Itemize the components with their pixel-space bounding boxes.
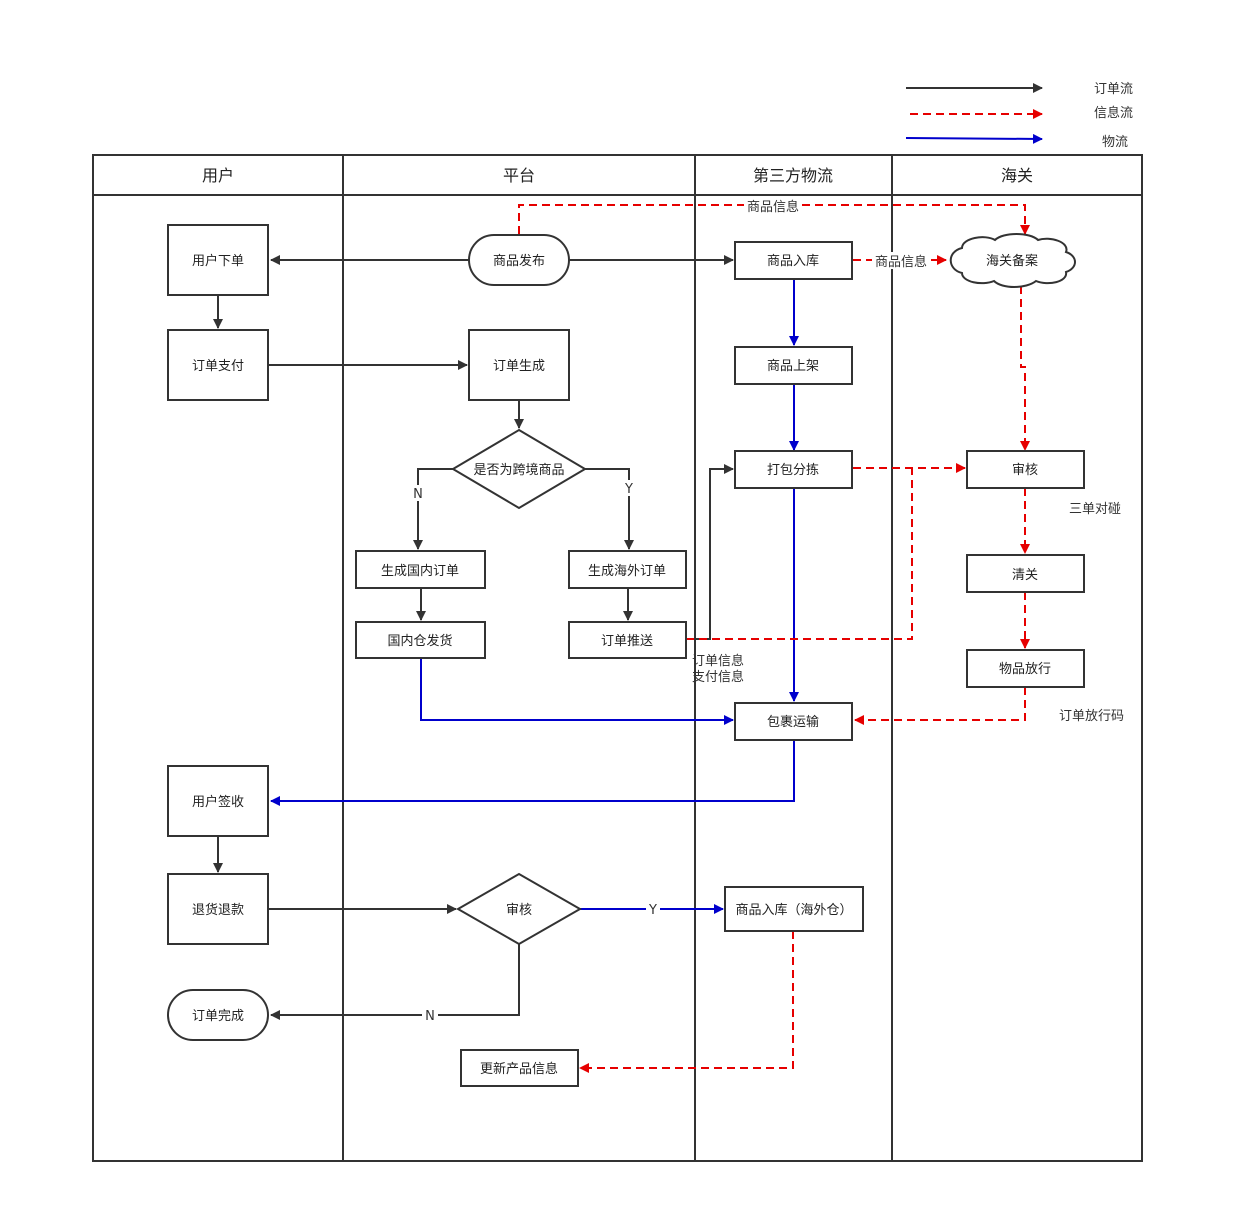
node-pack-sort-text: 打包分拣 <box>767 463 819 478</box>
node-review-platform <box>455 872 583 946</box>
node-goods-publish <box>468 234 570 286</box>
node-overseas-order <box>568 550 687 589</box>
node-overseas-order-text: 生成海外订单 <box>588 564 666 579</box>
label-release-code: 订单放行码 <box>1059 709 1124 724</box>
edge-review-no-to-complete <box>270 944 520 1020</box>
node-clearance-text: 清关 <box>1012 568 1038 583</box>
legend: 订单流 信息流 物流 <box>905 82 1133 150</box>
edge-overseas-instock-to-update <box>579 931 794 1073</box>
node-customs-review-text: 审核 <box>1012 463 1038 478</box>
label-review-no: N <box>425 1009 435 1024</box>
label-order-info: 订单信息 <box>692 653 744 669</box>
node-order-generate <box>468 329 570 401</box>
order-flow-edges <box>213 255 734 1020</box>
node-domestic-order <box>355 550 486 589</box>
node-return-refund-text: 退货退款 <box>192 902 244 918</box>
node-user-sign <box>167 765 269 837</box>
node-order-pay <box>167 329 269 401</box>
swimlane-frame: 用户 平台 第三方物流 海关 <box>92 154 1143 1162</box>
node-goods-shelf-text: 商品上架 <box>767 359 819 374</box>
node-release <box>966 649 1085 688</box>
edge-labels: 商品信息 商品信息 N Y 订单信息 支付信息 三单对碰 订单放行码 Y N <box>411 197 1124 1024</box>
node-order-generate-text: 订单生成 <box>493 359 545 374</box>
node-goods-instock-text: 商品入库 <box>767 253 819 269</box>
legend-logistics-label: 物流 <box>1102 135 1128 150</box>
label-goods-info-mid: 商品信息 <box>875 254 927 270</box>
label-pay-info: 支付信息 <box>692 669 744 685</box>
lane-title-platform: 平台 <box>503 166 535 185</box>
node-clearance <box>966 554 1085 593</box>
node-release-text: 物品放行 <box>999 662 1051 677</box>
nodes: 用户下单 订单支付 用户签收 退货退款 订单完成 商品发布 订单生成 是否为跨境… <box>167 224 1085 1087</box>
node-customs-record-cloud <box>949 233 1076 288</box>
edge-record-to-review <box>1020 286 1030 451</box>
label-goods-info-top: 商品信息 <box>747 199 799 215</box>
node-parcel-transport <box>734 702 853 741</box>
node-parcel-transport-text: 包裹运输 <box>767 714 819 730</box>
node-order-pay-text: 订单支付 <box>192 359 244 374</box>
node-return-refund <box>167 873 269 945</box>
node-domestic-ship-text: 国内仓发货 <box>387 633 452 649</box>
edge-push-to-review <box>686 468 913 640</box>
node-update-product-text: 更新产品信息 <box>480 1061 558 1077</box>
node-review-platform-text: 审核 <box>506 903 532 918</box>
node-order-push-text: 订单推送 <box>601 634 653 649</box>
node-user-order <box>167 224 269 296</box>
label-review-yes: Y <box>648 903 657 918</box>
node-is-crossborder-text: 是否为跨境商品 <box>473 463 564 478</box>
info-flow-edges <box>518 204 1030 1073</box>
node-pack-sort <box>734 450 853 489</box>
node-user-order-text: 用户下单 <box>192 253 244 269</box>
lane-title-logistics: 第三方物流 <box>753 166 833 185</box>
edge-publish-to-customs-record <box>518 204 1030 235</box>
node-order-push <box>568 621 687 659</box>
lane-title-customs: 海关 <box>1001 166 1033 185</box>
frame-border <box>92 154 1143 1162</box>
node-update-product <box>460 1049 579 1087</box>
node-goods-publish-text: 商品发布 <box>493 253 545 269</box>
node-instock-overseas-text: 商品入库（海外仓） <box>735 902 852 918</box>
node-customs-review <box>966 450 1085 489</box>
node-order-complete-text: 订单完成 <box>192 1009 244 1024</box>
node-domestic-order-text: 生成国内订单 <box>381 563 459 579</box>
label-decision-no: N <box>413 487 423 502</box>
legend-info-label: 信息流 <box>1094 105 1133 121</box>
edge-ship-to-transport <box>420 658 734 725</box>
edge-decision-no <box>413 468 454 550</box>
node-domestic-ship <box>355 621 486 659</box>
edge-decision-yes <box>585 468 634 550</box>
label-three-match: 三单对碰 <box>1069 502 1121 517</box>
node-goods-instock <box>734 241 853 280</box>
edge-transport-to-sign <box>270 740 795 806</box>
node-order-complete <box>167 989 269 1041</box>
node-instock-overseas <box>724 886 864 932</box>
edge-release-to-transport <box>854 687 1026 725</box>
legend-order-label: 订单流 <box>1094 82 1133 97</box>
legend-logistics-line <box>905 133 1043 144</box>
node-is-crossborder <box>451 428 587 510</box>
edge-push-to-pack <box>686 464 734 640</box>
node-goods-shelf <box>734 346 853 385</box>
node-user-sign-text: 用户签收 <box>192 794 244 810</box>
node-customs-record-text: 海关备案 <box>986 253 1038 269</box>
lane-title-user: 用户 <box>202 166 234 185</box>
label-decision-yes: Y <box>624 482 633 497</box>
